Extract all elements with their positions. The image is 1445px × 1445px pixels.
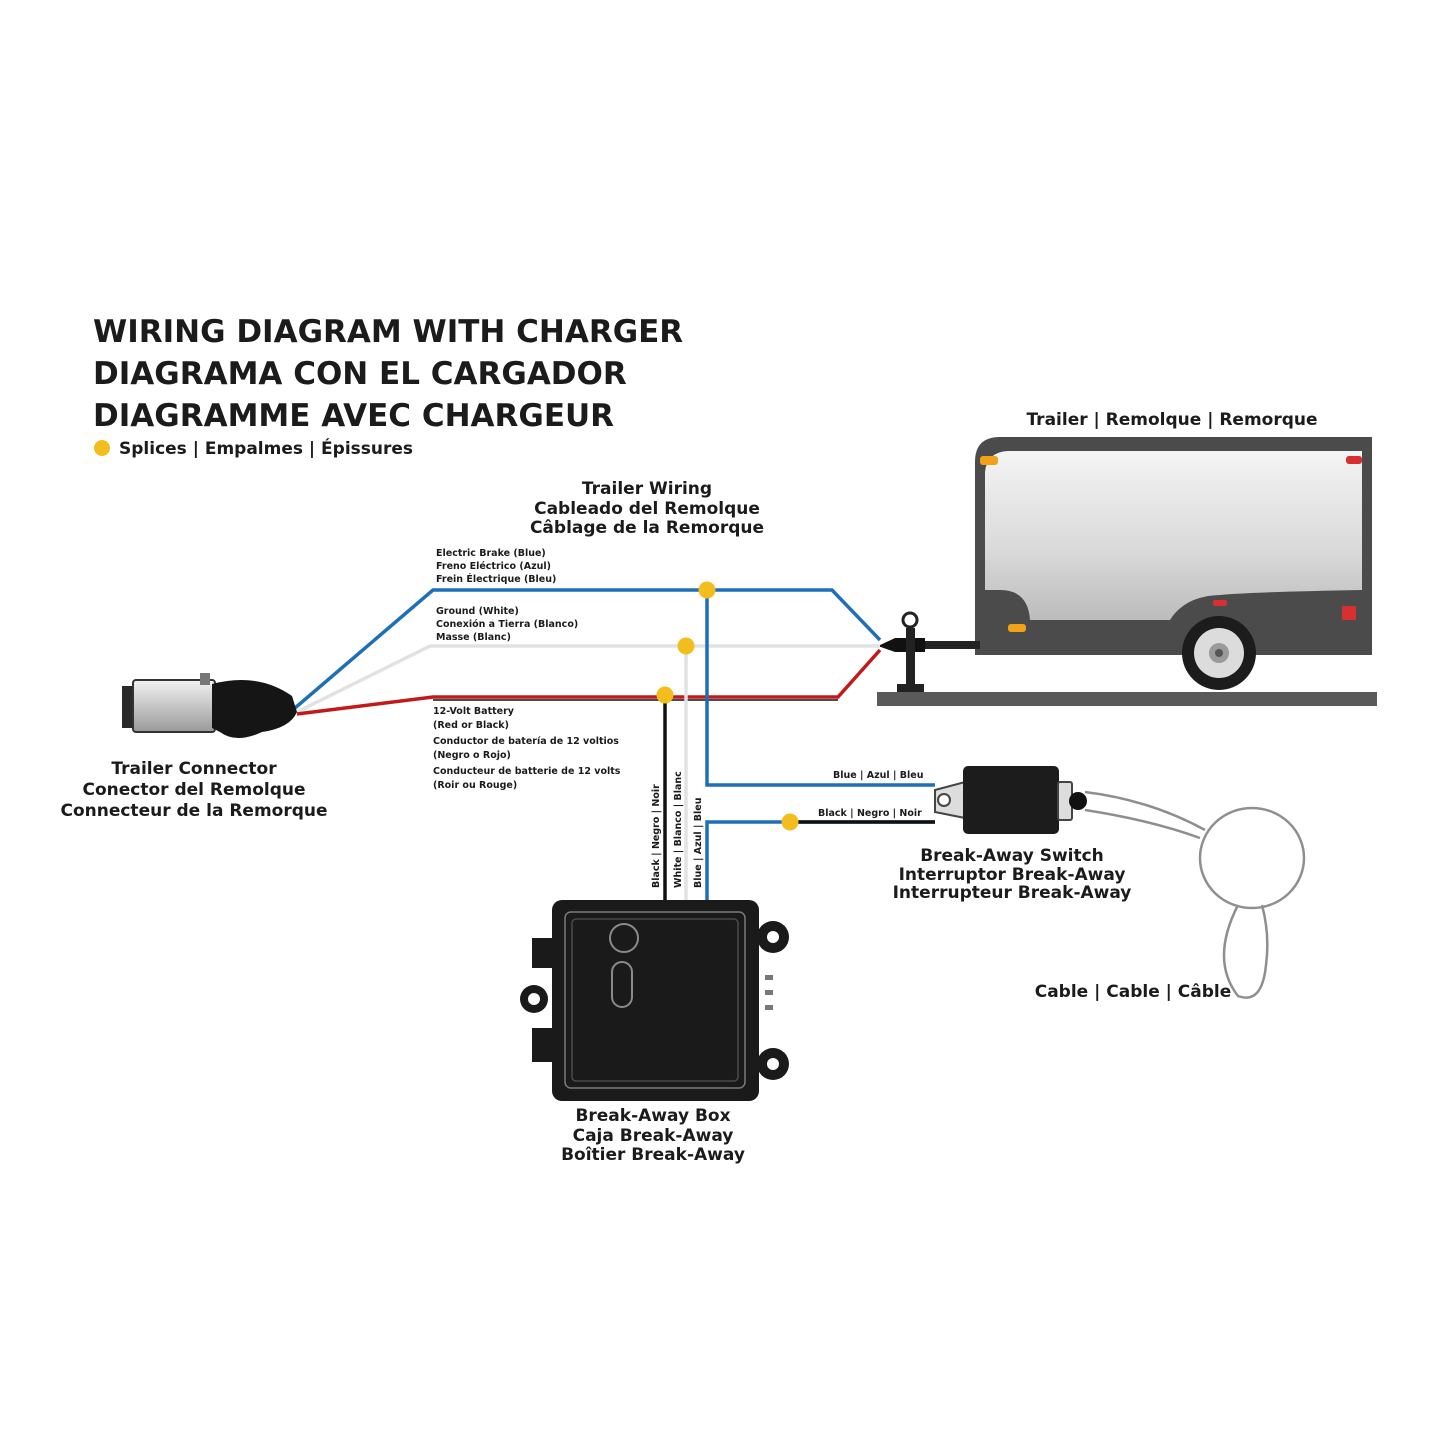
- battery-label-2: (Red or Black): [433, 720, 509, 731]
- battery-label-1: 12-Volt Battery: [433, 706, 515, 717]
- title-line-1: WIRING DIAGRAM WITH CHARGER: [93, 314, 683, 350]
- splice-blue: [698, 581, 716, 599]
- splice-legend-icon: [94, 440, 110, 456]
- battery-label-6: (Roir ou Rouge): [433, 780, 517, 791]
- vertical-black-label: Black | Negro | Noir: [651, 784, 662, 888]
- switch-label-2: Interruptor Break-Away: [899, 865, 1126, 885]
- connector-label-3: Connecteur de la Remorque: [60, 801, 327, 821]
- connector-label-1: Trailer Connector: [111, 759, 277, 779]
- brake-label-3: Frein Électrique (Bleu): [436, 573, 556, 585]
- red-battery-wire: [296, 648, 882, 716]
- switch-blue-label: Blue | Azul | Bleu: [833, 770, 923, 781]
- switch-label-3: Interrupteur Break-Away: [893, 883, 1132, 903]
- blue-switch-wire: [705, 590, 935, 787]
- white-ground-wire: [296, 644, 880, 714]
- splice-battery: [656, 686, 674, 704]
- switch-label-1: Break-Away Switch: [920, 846, 1104, 866]
- trailer-connector-illustration: [122, 673, 297, 738]
- battery-label-4: (Negro o Rojo): [433, 750, 511, 761]
- box-label-3: Boîtier Break-Away: [561, 1145, 745, 1165]
- trailer-wiring-label-3: Câblage de la Remorque: [530, 518, 764, 538]
- break-away-box-illustration: [520, 900, 789, 1101]
- title-line-3: DIAGRAMME AVEC CHARGEUR: [93, 398, 614, 434]
- trailer-wiring-label-2: Cableado del Remolque: [534, 499, 760, 519]
- trailer-wiring-label-1: Trailer Wiring: [582, 479, 712, 499]
- brake-label-1: Electric Brake (Blue): [436, 548, 546, 559]
- switch-black-label: Black | Negro | Noir: [818, 808, 922, 819]
- box-label-1: Break-Away Box: [575, 1106, 730, 1126]
- battery-label-3: Conductor de batería de 12 voltios: [433, 736, 619, 747]
- blue-brake-wire: [293, 588, 882, 710]
- ground-label-3: Masse (Blanc): [436, 632, 511, 643]
- splice-white: [677, 637, 695, 655]
- splice-switch: [781, 813, 799, 831]
- break-away-switch-illustration: [934, 766, 1087, 834]
- vertical-blue-label: Blue | Azul | Bleu: [693, 798, 704, 888]
- ground-label-1: Ground (White): [436, 606, 519, 617]
- cable-label: Cable | Cable | Câble: [1035, 982, 1232, 1002]
- vertical-white-label: White | Blanco | Blanc: [673, 771, 684, 888]
- trailer-illustration: [878, 437, 1372, 692]
- title-line-2: DIAGRAMA CON EL CARGADOR: [93, 356, 627, 392]
- trailer-label: Trailer | Remolque | Remorque: [1026, 410, 1317, 430]
- cable-illustration: [1084, 790, 1306, 999]
- brake-label-2: Freno Eléctrico (Azul): [436, 561, 551, 572]
- connector-label-2: Conector del Remolque: [82, 780, 305, 800]
- ground-plane: [877, 692, 1377, 706]
- battery-label-5: Conducteur de batterie de 12 volts: [433, 766, 621, 777]
- splices-legend-label: Splices | Empalmes | Épissures: [119, 437, 413, 459]
- box-label-2: Caja Break-Away: [573, 1126, 734, 1146]
- ground-label-2: Conexión a Tierra (Blanco): [436, 619, 578, 630]
